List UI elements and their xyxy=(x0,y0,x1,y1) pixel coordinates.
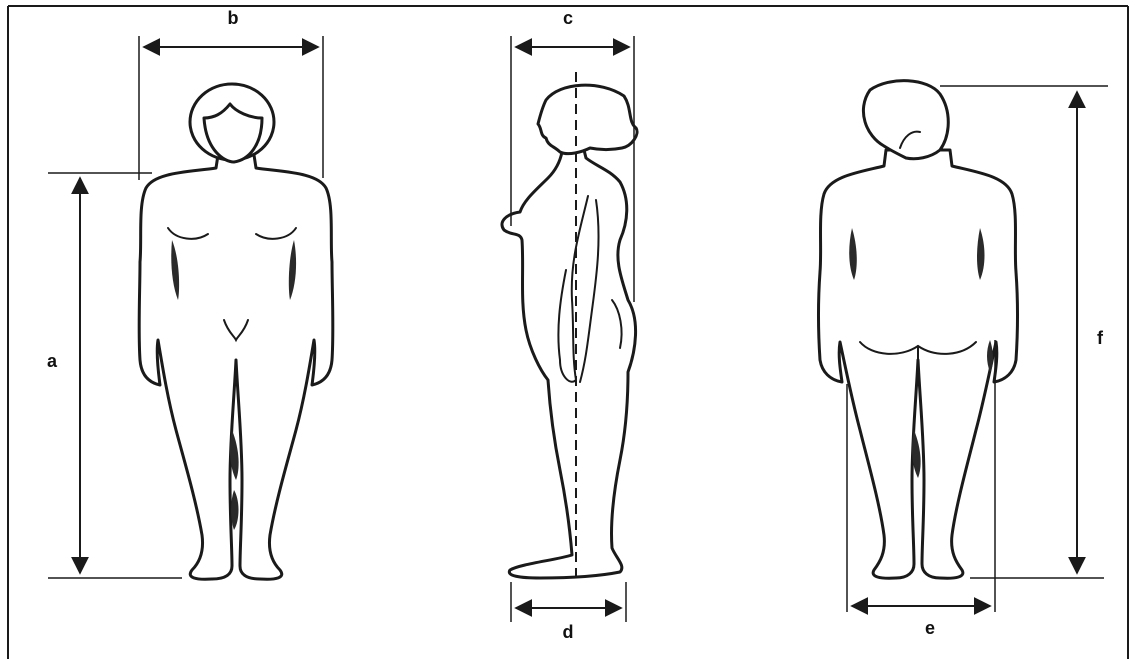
label-b: b xyxy=(228,8,239,28)
label-e: e xyxy=(925,618,935,638)
label-c: c xyxy=(563,8,573,28)
label-f: f xyxy=(1097,328,1104,348)
label-d: d xyxy=(563,622,574,642)
back-view-figure xyxy=(819,81,1018,579)
dimension-d xyxy=(511,582,626,622)
side-view-figure xyxy=(502,85,637,578)
label-a: a xyxy=(47,351,58,371)
front-view-figure xyxy=(139,84,333,579)
